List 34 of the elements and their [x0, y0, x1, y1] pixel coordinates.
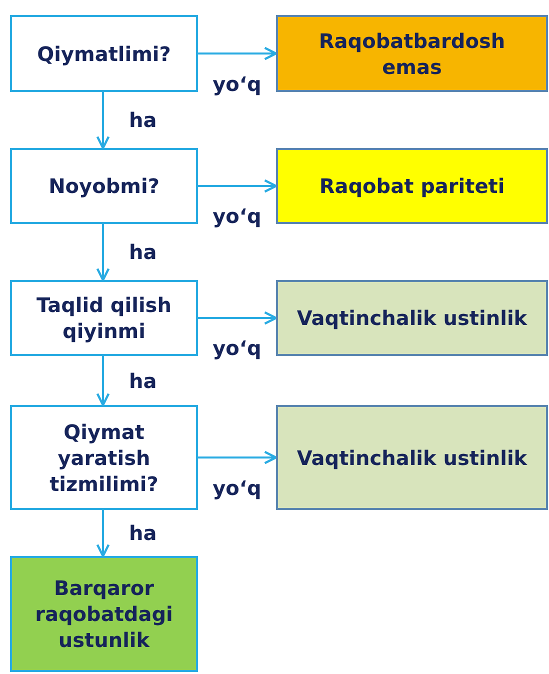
arrow	[96, 224, 110, 282]
arrow	[198, 46, 278, 60]
box-label: Raqobatbardosh emas	[318, 28, 506, 80]
process-box	[276, 148, 548, 224]
process-box	[10, 280, 198, 356]
process-box	[276, 280, 548, 356]
box-label: Noyobmi?	[48, 173, 160, 199]
arrow	[96, 356, 110, 406]
process-box	[10, 148, 198, 224]
edge-label: ha	[129, 242, 157, 262]
process-box	[276, 15, 548, 92]
process-box	[276, 405, 548, 510]
edge-label: yo‘q	[212, 478, 262, 498]
box-label: Barqaror raqobatdagi ustunlik	[34, 575, 174, 653]
box-label: Raqobat pariteti	[319, 173, 505, 199]
box-label: Qiymat yaratish tizmilimi?	[48, 418, 160, 496]
arrow	[198, 179, 278, 193]
box-label: Vaqtinchalik ustinlik	[296, 444, 528, 470]
box-label: Taqlid qilish qiyinmi	[36, 292, 172, 344]
box-label: Qiymatlimi?	[37, 40, 171, 66]
process-box	[10, 556, 198, 672]
arrow	[96, 92, 110, 150]
edge-label: yo‘q	[212, 338, 262, 358]
edge-label: ha	[129, 370, 157, 390]
arrow	[96, 510, 110, 558]
edge-label: ha	[129, 110, 157, 130]
process-box	[10, 405, 198, 510]
arrow	[198, 311, 278, 325]
process-box	[10, 15, 198, 92]
edge-label: yo‘q	[212, 206, 262, 226]
edge-label: yo‘q	[212, 74, 262, 94]
arrow	[198, 450, 278, 464]
edge-label: ha	[129, 523, 157, 543]
box-label: Vaqtinchalik ustinlik	[296, 305, 528, 331]
